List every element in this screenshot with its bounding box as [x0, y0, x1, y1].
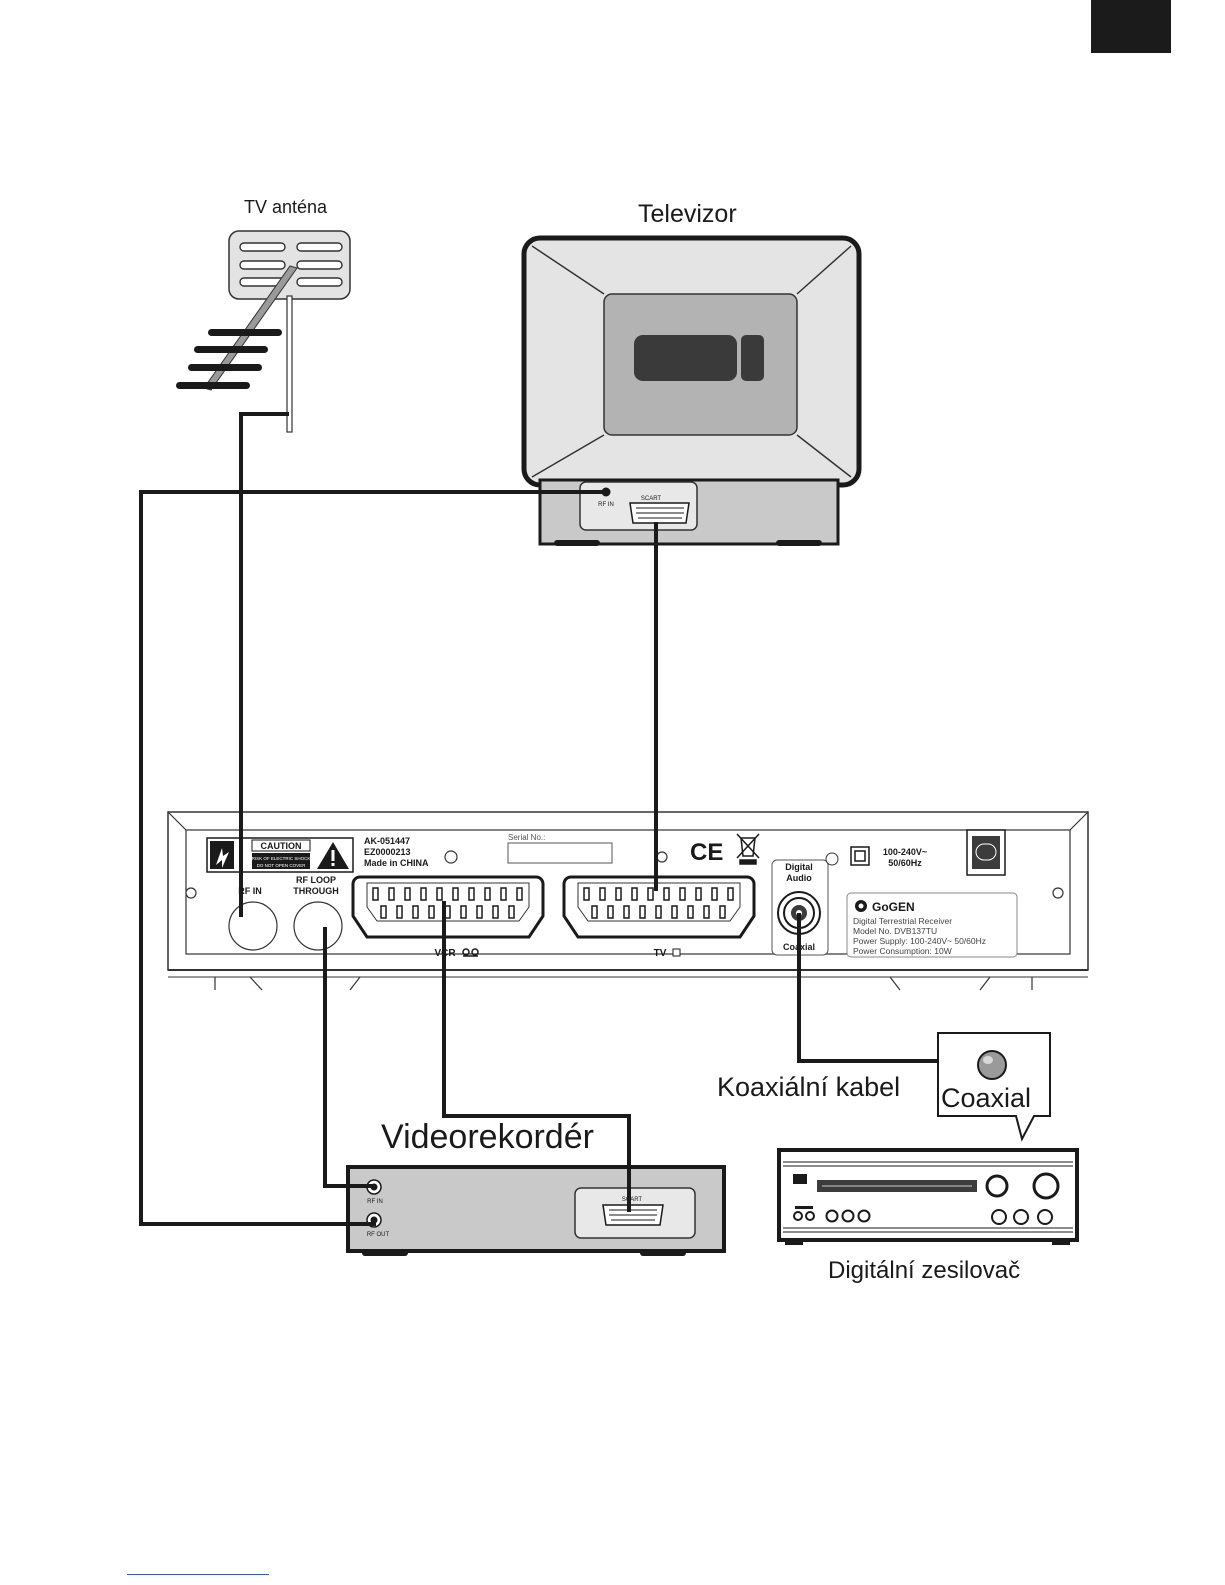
tv-rf-to-vcr-rfout-cable — [139, 490, 605, 1226]
loop-to-vcr-rfin-cable — [323, 927, 376, 1188]
amp-volume-knob — [1032, 1172, 1060, 1200]
tv-label: Televizor — [638, 200, 737, 228]
caution-line-1: RISK OF ELECTRIC SHOCK — [252, 856, 311, 861]
vcr-label: Videorekordér — [381, 1118, 594, 1156]
tv-antenna — [176, 230, 351, 433]
digital-audio-label-1: Digital — [785, 862, 813, 872]
info-line-4: Power Consumption: 10W — [853, 946, 952, 956]
vcr: RF IN RF OUT SCART — [346, 1165, 726, 1256]
made-in-label: Made in CHINA — [364, 858, 429, 868]
caution-label: CAUTION — [261, 841, 302, 851]
coaxial-bubble-label: Coaxial — [941, 1083, 1032, 1113]
digital-audio-label-2: Audio — [786, 873, 812, 883]
info-line-1: Digital Terrestrial Receiver — [853, 916, 952, 926]
rf-loop-label-2: THROUGH — [293, 886, 339, 896]
coaxial-plug-icon — [977, 1050, 1007, 1080]
receiver-code-1: AK-051447 — [364, 836, 410, 846]
amplifier-label: Digitální zesilovač — [828, 1257, 1021, 1284]
coaxial-to-amplifier-cable — [797, 913, 938, 1063]
amp-selector-knob — [985, 1174, 1009, 1198]
lightning-warning-icon — [216, 848, 229, 868]
cables — [139, 412, 938, 1226]
rf-loop-label-1: RF LOOP — [296, 875, 336, 885]
coaxial-callout — [937, 1032, 1051, 1142]
vcr-scart-to-receiver-cable — [442, 901, 631, 1212]
brand-label: GoGEN — [872, 900, 915, 914]
rf-loop-port — [293, 901, 343, 951]
vcr-scart-label-panel: SCART — [622, 1197, 643, 1203]
caution-line-2: DO NOT OPEN COVER — [257, 863, 306, 868]
info-line-2: Model No. DVB137TU — [853, 926, 937, 936]
tv-square-icon — [672, 948, 681, 957]
antenna-to-receiver-cable — [239, 412, 289, 917]
tv-scart-label: SCART — [641, 496, 662, 502]
tv-rf-in-label: RF IN — [598, 502, 614, 508]
footer-rule — [127, 1574, 269, 1575]
power-rating-1: 100-240V~ — [883, 847, 927, 857]
rf-in-port — [228, 901, 278, 951]
vcr-rf-in-label: RF IN — [367, 1199, 383, 1205]
tv-scart-pins-receiver — [583, 887, 734, 919]
tv-scart-pins — [636, 507, 684, 519]
antenna-label: TV anténa — [244, 197, 328, 217]
power-rating-2: 50/60Hz — [888, 858, 922, 868]
tv-scart-label-receiver: TV — [654, 948, 667, 959]
vcr-scart-pins — [372, 887, 523, 919]
tape-icon — [462, 948, 479, 957]
page-corner-tab — [1091, 0, 1171, 53]
rf-in-label: RF IN — [238, 886, 262, 896]
digital-amplifier — [777, 1148, 1079, 1245]
vcr-rf-out-label: RF OUT — [367, 1232, 390, 1238]
receiver-rear-panel: CAUTION RISK OF ELECTRIC SHOCK DO NOT OP… — [167, 811, 1089, 991]
ce-mark: CE — [690, 839, 723, 866]
television: RF IN SCART — [521, 235, 862, 546]
info-line-3: Power Supply: 100-240V~ 50/60Hz — [853, 936, 986, 946]
receiver-code-2: EZ0000213 — [364, 847, 411, 857]
weee-bin-icon — [736, 833, 760, 865]
coaxial-cable-label: Koaxiální kabel — [717, 1072, 901, 1102]
serial-label: Serial No.: — [508, 833, 545, 842]
